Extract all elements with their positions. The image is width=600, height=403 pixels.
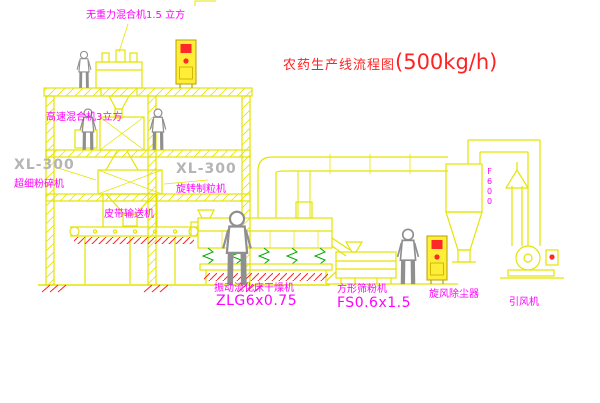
label-pulverizer-name: 超细粉碎机 [14,179,64,190]
exhaust-stack [504,162,530,246]
label-pulverizer-model: XL-300 [14,157,75,173]
gravity-mixer [95,23,143,119]
control-cabinet-ground-icon [426,235,448,285]
label-duct-tag: F600 [485,167,494,207]
conveyor-hatch [74,237,194,244]
rotary-granulator [57,167,209,227]
label-sifter-model: FS0.6x1.5 [337,295,412,311]
worker-sifter-icon [398,229,419,284]
dryer-springs [201,247,326,265]
fluid-bed-dryer [190,201,351,257]
cyclone-dust-collector [445,139,541,263]
label-gravity-mixer: 无重力混合机1.5 立方 [86,10,186,21]
drawing-title: 农药生产线流程图(500kg/h) [283,50,497,74]
worker-roof-icon [75,49,93,90]
control-cabinet-roof-icon [175,39,197,89]
label-belt-conveyor: 皮带输送机 [104,209,154,220]
label-dryer-name: 振动流化床干燥机 [214,283,294,294]
dryer-base-hatch [204,273,328,281]
label-dryer-model: ZLG6x0.75 [216,293,298,309]
label-sifter-name: 方形筛粉机 [337,284,387,295]
square-sifter [326,241,397,284]
exhaust-duct [257,154,448,218]
title-text: 农药生产线流程图 [283,58,396,73]
belt-conveyor [69,226,199,284]
label-fan: 引风机 [509,297,539,308]
label-granulator-model: XL-300 [176,161,237,177]
foundation-hatch [41,284,263,293]
label-high-speed-mixer: 高速混合机3立方 [46,112,123,123]
title-capacity: (500kg/h) [395,50,498,74]
label-cyclone: 旋风除尘器 [429,289,479,300]
label-granulator-name: 旋转制粒机 [176,184,226,195]
induced-draft-fan [507,245,559,277]
